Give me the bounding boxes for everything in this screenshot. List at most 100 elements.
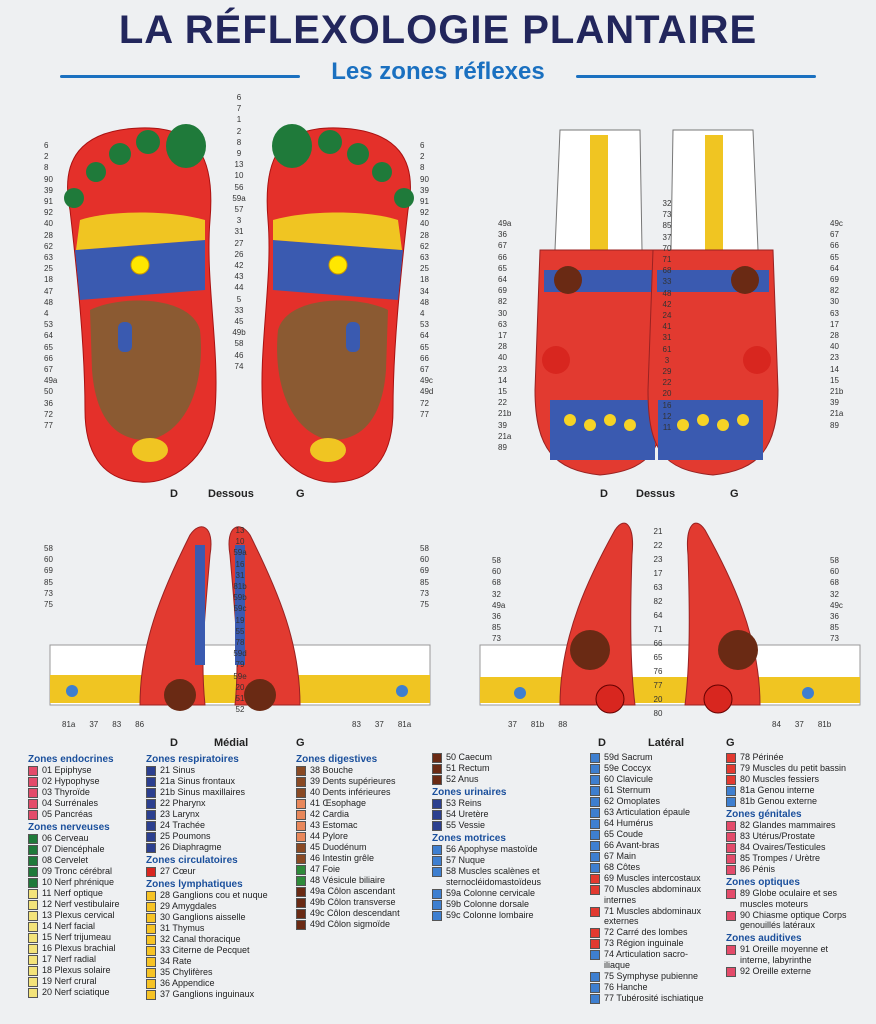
legend-item-label: 09 Tronc cérébral <box>42 866 113 876</box>
legend-swatch <box>590 971 600 982</box>
legend-item-label: 89 Globe oculaire et ses muscles moteurs <box>740 888 838 909</box>
legend-swatch <box>590 786 600 796</box>
legend-item: 66 Avant-bras <box>590 840 735 851</box>
zone-number: 58 <box>492 556 501 565</box>
legend-swatch <box>726 945 736 956</box>
medial-illustration <box>49 526 431 711</box>
legend-item: 81a Genou interne <box>726 785 871 796</box>
legend-swatch <box>146 832 156 842</box>
legend-item: 71 Muscles abdominaux externes <box>590 906 735 928</box>
dessous-left-letter: D <box>170 488 178 500</box>
legend-item-label: 41 Œsophage <box>310 798 367 808</box>
legend-item-label: 58 Muscles scalènes et sternocléidomasto… <box>446 866 542 887</box>
legend-item: 78 Périnée <box>726 752 871 763</box>
zone-number: 14 <box>830 364 839 374</box>
title-rule-left <box>60 75 300 78</box>
legend-swatch <box>432 775 442 785</box>
zone-number: 68 <box>492 578 501 588</box>
legend-item-label: 43 Estomac <box>310 820 358 830</box>
legend-item-label: 61 Sternum <box>604 785 651 795</box>
legend-item: 25 Poumons <box>146 831 291 842</box>
zone-number: 36 <box>44 398 53 408</box>
legend-swatch <box>726 821 736 831</box>
legend-item: 33 Citerne de Pecquet <box>146 945 291 956</box>
legend-item-label: 63 Articulation épaule <box>604 807 691 817</box>
legend-swatch <box>28 944 38 954</box>
legend-item: 22 Pharynx <box>146 798 291 809</box>
zone-number: 63 <box>830 308 839 318</box>
zone-number: 31 <box>662 333 672 343</box>
legend-item-label: 35 Chylifères <box>160 967 213 977</box>
legend-swatch <box>296 865 306 875</box>
zone-number: 48 <box>662 288 672 298</box>
legend-swatch <box>726 843 736 853</box>
legend-swatch <box>146 935 156 945</box>
legend-group-title: Zones génitales <box>726 809 802 820</box>
legend-swatch <box>28 911 38 921</box>
legend-item-label: 52 Anus <box>446 774 479 784</box>
legend-item: 49b Côlon transverse <box>296 897 441 908</box>
zone-number: 65 <box>498 263 507 273</box>
zone-number: 62 <box>44 241 53 251</box>
legend-item: 69 Muscles intercostaux <box>590 873 735 884</box>
legend-item-label: 54 Uretère <box>446 809 489 819</box>
zone-number: 3 <box>664 355 670 365</box>
zone-number: 83 <box>112 720 122 729</box>
zone-number: 49c <box>830 600 843 610</box>
legend-item-label: 69 Muscles intercostaux <box>604 873 701 883</box>
legend-item: 08 Cervelet <box>28 855 173 866</box>
zone-number: 40 <box>498 353 507 363</box>
page-title: LA RÉFLEXOLOGIE PLANTAIRE <box>118 8 758 52</box>
lateral-left-letter: D <box>598 737 606 749</box>
zone-number: 72 <box>44 409 53 419</box>
zone-number: 77 <box>653 681 663 690</box>
zone-number: 82 <box>653 597 663 606</box>
legend-item-label: 59d Sacrum <box>604 752 653 762</box>
zone-number: 39 <box>498 420 507 430</box>
zone-number: 40 <box>420 219 429 229</box>
legend-swatch <box>726 854 736 864</box>
zone-number: 91 <box>44 197 53 207</box>
zone-number: 75 <box>44 600 53 610</box>
legend-item: 17 Nerf radial <box>28 954 173 965</box>
zone-number: 81b <box>817 720 832 729</box>
zone-number: 37 <box>508 720 517 729</box>
legend-item-label: 79 Muscles du petit bassin <box>740 763 847 773</box>
zone-number: 84 <box>772 720 781 729</box>
zone-number: 37 <box>374 720 384 729</box>
zone-number: 17 <box>830 319 839 329</box>
zone-number: 21 <box>653 527 663 536</box>
legend-item: 05 Pancréas <box>28 809 173 820</box>
legend-item-label: 10 Nerf phrénique <box>42 877 115 887</box>
legend-item: 34 Rate <box>146 956 291 967</box>
zone-number: 73 <box>44 588 53 598</box>
dessous-right-letter: G <box>296 488 305 500</box>
legend-swatch <box>28 777 38 787</box>
legend-item-label: 21a Sinus frontaux <box>160 776 236 786</box>
legend-item: 41 Œsophage <box>296 798 441 809</box>
zone-number: 49a <box>492 600 506 610</box>
zone-number: 6 <box>420 141 425 150</box>
legend-swatch <box>590 906 600 917</box>
legend-item-label: 76 Hanche <box>604 981 648 992</box>
zone-number: 22 <box>653 541 663 550</box>
legend-item-label: 59c Colonne lombaire <box>446 909 534 920</box>
dessus-view-label: Dessus <box>636 488 676 500</box>
zone-number: 60 <box>492 567 501 577</box>
legend-item: 20 Nerf sciatique <box>28 987 173 998</box>
legend-item: 65 Coude <box>590 829 735 840</box>
legend-swatch <box>146 979 156 989</box>
legend-swatch <box>590 939 600 950</box>
legend-swatch <box>146 891 156 901</box>
legend-item-label: 68 Côtes <box>604 862 641 872</box>
legend-swatch <box>590 852 600 862</box>
zone-number: 3 <box>236 216 242 226</box>
legend-item: 28 Ganglions cou et nuque <box>146 890 291 901</box>
zone-number: 73 <box>492 634 501 644</box>
legend-item-label: 73 Région inguinale <box>604 938 684 949</box>
legend-item: 59d Sacrum <box>590 752 735 763</box>
legend-swatch <box>432 753 442 763</box>
zone-number: 11 <box>662 423 672 433</box>
